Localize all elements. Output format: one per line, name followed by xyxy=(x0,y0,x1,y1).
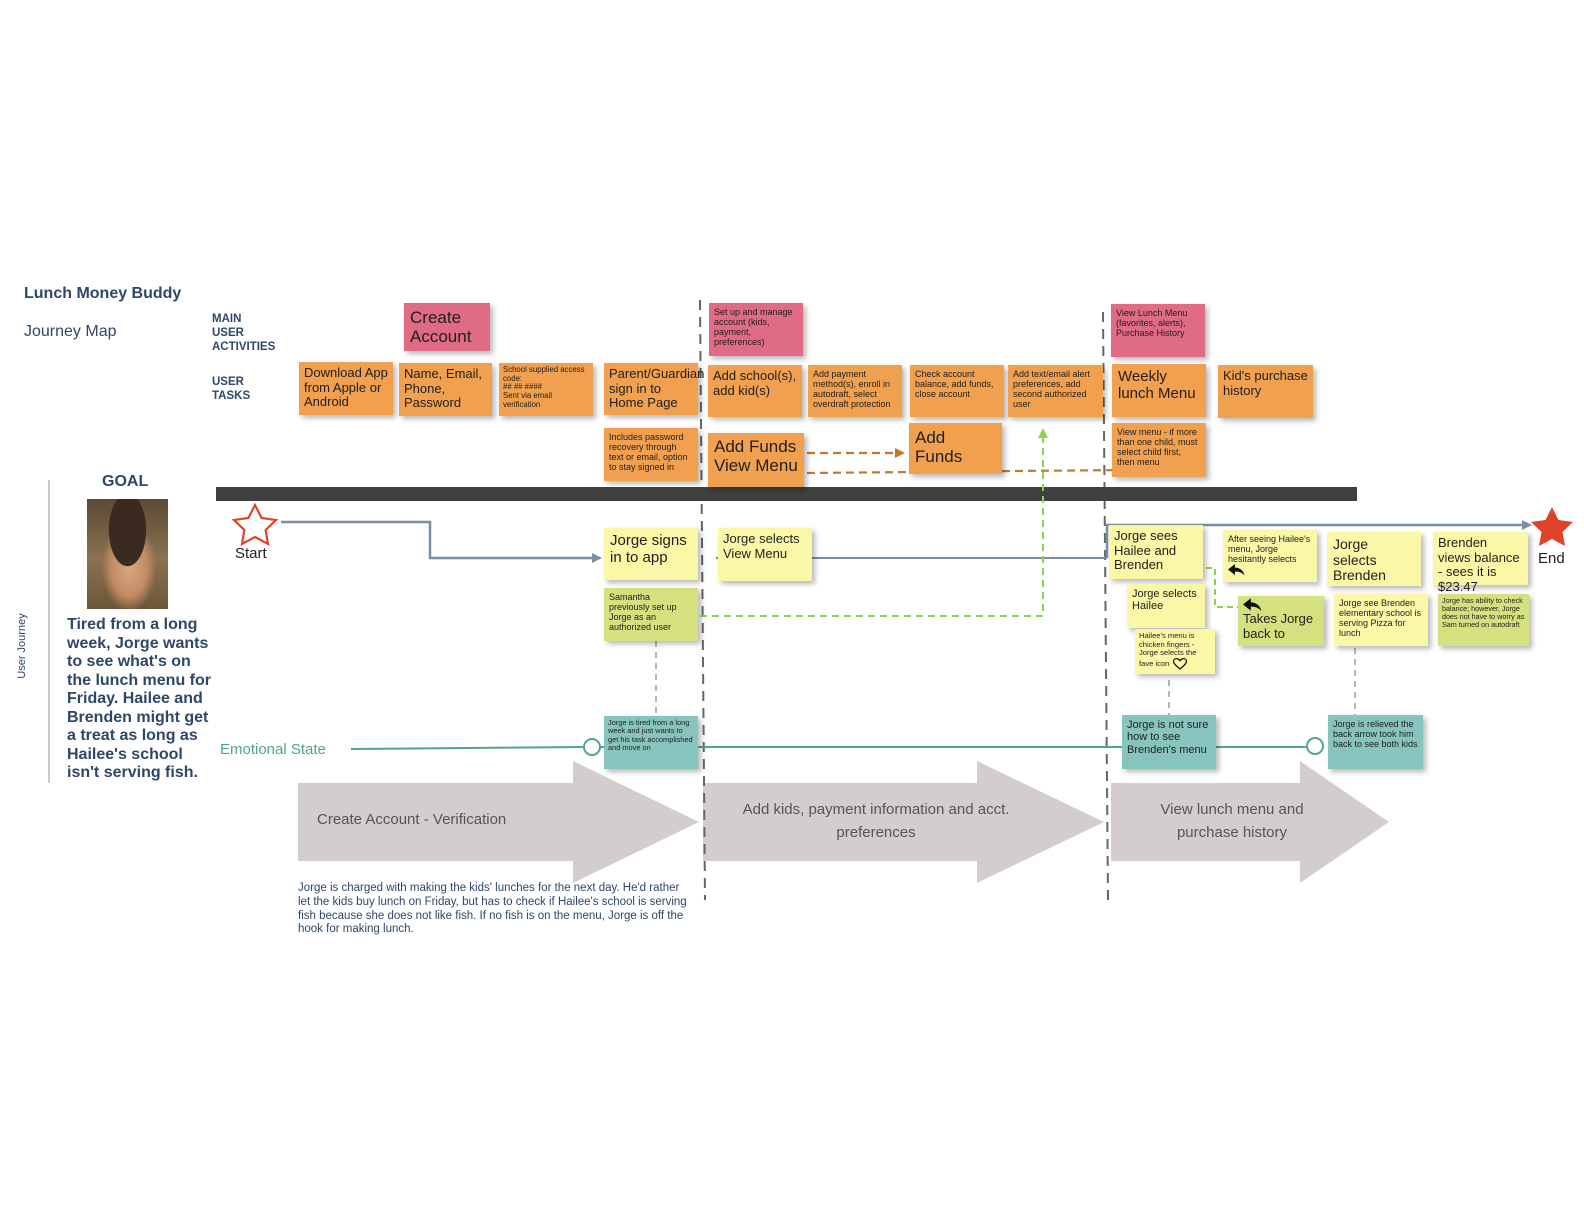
scenario-caption: Jorge is charged with making the kids' l… xyxy=(298,882,687,936)
timeline-bar xyxy=(216,487,1357,501)
user-tasks-label: USER TASKS xyxy=(212,376,251,402)
user-journey-side-label: User Journey xyxy=(16,613,28,679)
task-parent-sign-in: Parent/Guardian sign in to Home Page xyxy=(604,363,704,415)
task-download-app: Download App from Apple or Android xyxy=(299,362,393,415)
journey-chicken-fingers: Hailee's menu is chicken fingers - Jorge… xyxy=(1135,629,1215,674)
phase-2-label: Add kids, payment information and acct. … xyxy=(742,801,1010,842)
phase-divider-2 xyxy=(1102,311,1109,901)
end-star-icon xyxy=(1531,507,1573,546)
journey-views-balance: Brenden views balance - sees it is $23.4… xyxy=(1433,532,1528,593)
activity-create-account: Create Account xyxy=(404,303,490,351)
main-activities-label: MAIN USER ACTIVITIES xyxy=(212,313,276,353)
task-select-child-first: View menu - if more than one child, must… xyxy=(1112,423,1206,477)
phase-3-label: View lunch menu and purchase history xyxy=(1160,801,1304,842)
journey-selects-hailee: Jorge selects Hailee xyxy=(1127,584,1205,628)
journey-brenden-pizza: Jorge see Brenden elementary school is s… xyxy=(1334,594,1428,646)
emotion-tired: Jorge is tired from a long week and just… xyxy=(604,716,698,769)
phase-arrow-3 xyxy=(1111,761,1389,883)
task-purchase-history: Kid's purchase history xyxy=(1218,365,1313,418)
phase-arrow-2 xyxy=(703,761,1104,883)
heart-fave-icon[interactable] xyxy=(1172,657,1187,670)
task-name-email-phone: Name, Email, Phone, Password xyxy=(399,363,492,416)
phase-divider-1 xyxy=(699,299,706,901)
journey-after-seeing: After seeing Hailee's menu, Jorge hesita… xyxy=(1223,530,1317,582)
journey-samantha-authorized: Samantha previously set up Jorge as an a… xyxy=(604,588,698,641)
phase-1-label: Create Account - Verification xyxy=(317,811,507,828)
task-add-school-kids: Add school(s), add kid(s) xyxy=(708,365,802,417)
journey-ability-balance: Jorge has ability to check balance; howe… xyxy=(1438,594,1529,646)
page-subtitle: Journey Map xyxy=(24,323,117,340)
task-add-funds: Add Funds xyxy=(909,423,1002,474)
journey-selects-view-menu: Jorge selects View Menu xyxy=(718,528,812,581)
persona-photo-icon xyxy=(87,499,168,609)
back-arrow-icon xyxy=(1228,564,1245,576)
activity-view-lunch-menu: View Lunch Menu (favorites, alerts), Pur… xyxy=(1111,304,1205,357)
task-add-funds-view-menu: Add Funds View Menu xyxy=(708,433,804,487)
goal-text: Tired from a long week, Jorge wants to s… xyxy=(67,616,211,782)
activity-setup-manage-account: Set up and manage account (kids, payment… xyxy=(709,303,803,356)
start-star-icon xyxy=(231,502,279,547)
emotion-not-sure: Jorge is not sure how to see Brenden's m… xyxy=(1122,715,1216,769)
goal-heading: GOAL xyxy=(102,473,149,490)
emotion-relieved: Jorge is relieved the back arrow took hi… xyxy=(1328,715,1423,769)
takes-back-text: Takes Jorge back to xyxy=(1243,611,1314,641)
task-check-balance: Check account balance, add funds, close … xyxy=(910,365,1004,417)
task-access-code: School supplied access code: ## ## #### … xyxy=(499,363,593,416)
chicken-fingers-text: Hailee's menu is chicken fingers - Jorge… xyxy=(1139,631,1197,668)
start-label: Start xyxy=(235,545,267,562)
page-title: Lunch Money Buddy xyxy=(24,285,182,302)
phase-arrow-1 xyxy=(298,761,699,883)
end-label: End xyxy=(1538,550,1565,567)
task-add-payment: Add payment method(s), enroll in autodra… xyxy=(808,365,902,417)
emotional-state-label: Emotional State xyxy=(220,741,326,758)
journey-path xyxy=(281,520,602,563)
emotion-line xyxy=(350,746,585,750)
journey-sees-kids: Jorge sees Hailee and Brenden xyxy=(1109,525,1203,579)
after-seeing-text: After seeing Hailee's menu, Jorge hesita… xyxy=(1228,534,1311,565)
back-arrow-icon xyxy=(1243,598,1262,612)
emotion-point-1 xyxy=(583,738,601,756)
emotion-point-2 xyxy=(1306,737,1324,755)
task-alert-preferences: Add text/email alert preferences, add se… xyxy=(1008,365,1103,417)
journey-signs-in: Jorge signs in to app xyxy=(604,528,698,580)
task-weekly-lunch-menu: Weekly lunch Menu xyxy=(1112,364,1206,417)
journey-takes-back: Takes Jorge back to xyxy=(1238,596,1324,646)
journey-selects-brenden: Jorge selects Brenden xyxy=(1327,532,1421,586)
task-password-recovery: Includes password recovery through text … xyxy=(604,428,698,481)
